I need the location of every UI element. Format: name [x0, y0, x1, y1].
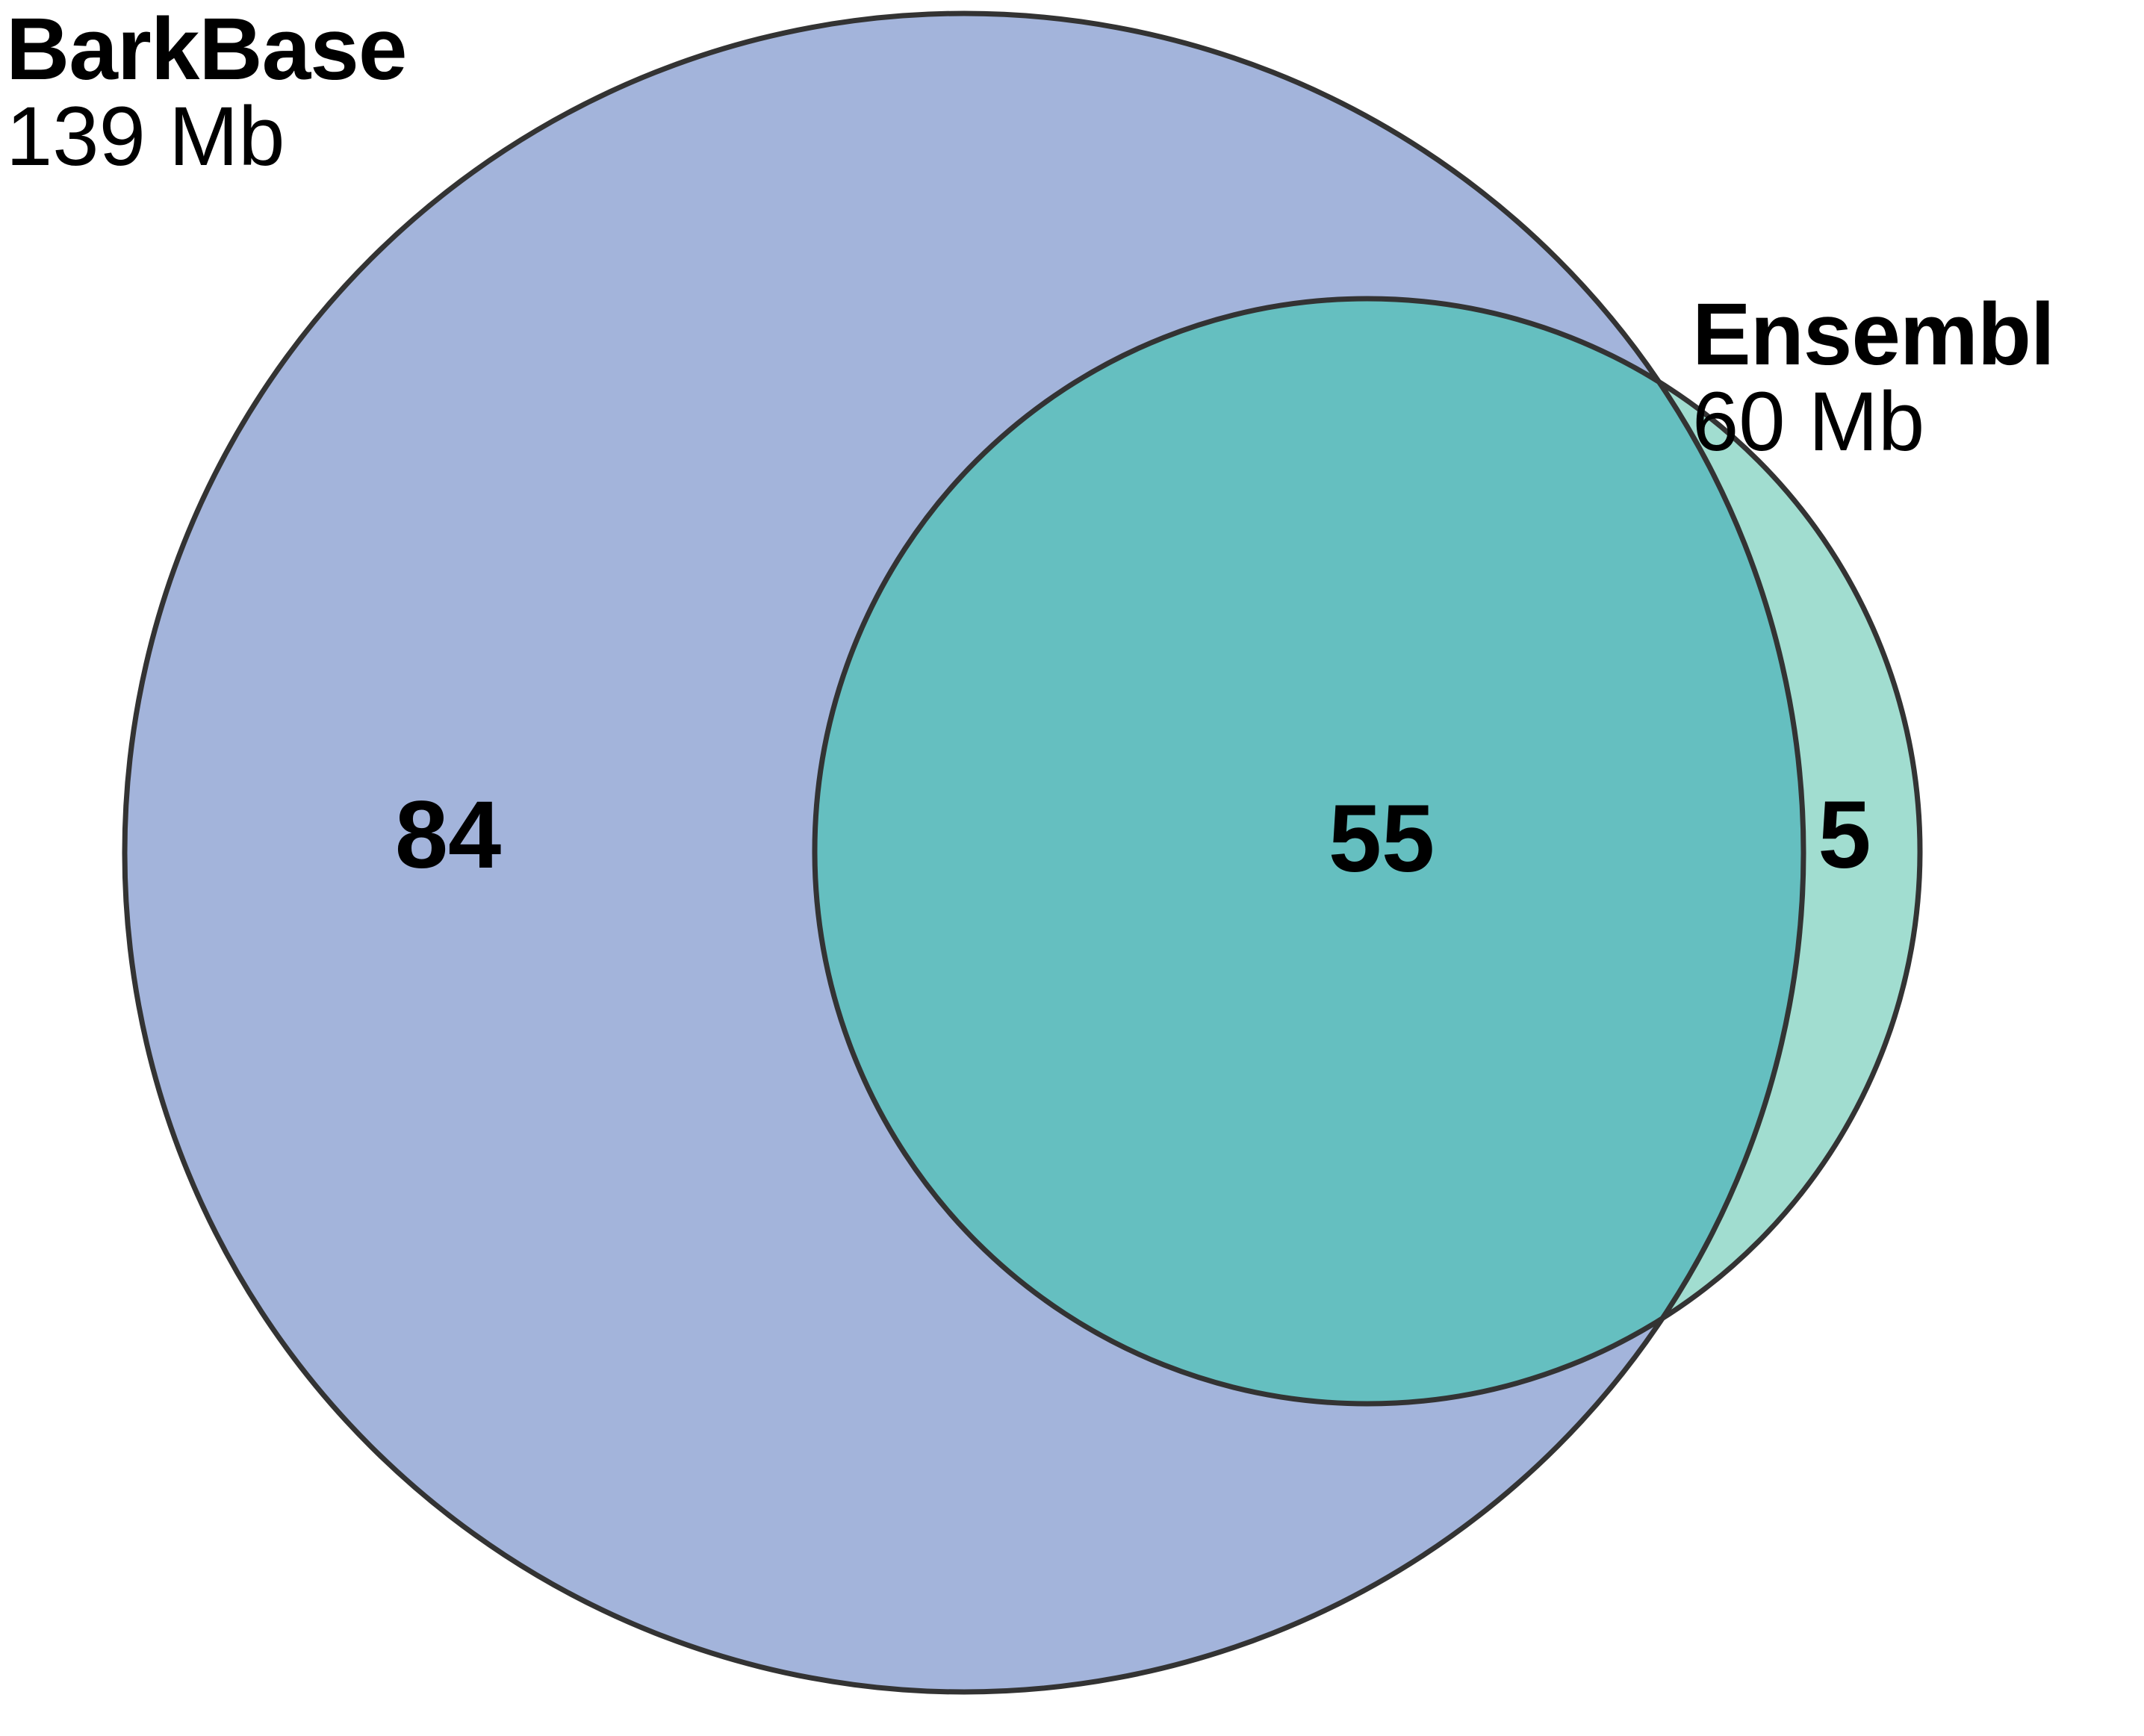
set-label-ensembl-size: 60 Mb: [1692, 375, 1925, 469]
region-count-barkbase-only: 84: [394, 782, 502, 889]
set-outline-barkbase: [122, 10, 1806, 1695]
set-label-barkbase-size: 139 Mb: [6, 90, 285, 184]
set-outline-ensembl: [812, 296, 1923, 1407]
region-count-intersection: 55: [1328, 785, 1435, 892]
set-label-ensembl-name: Ensembl: [1692, 285, 2055, 384]
set-label-barkbase-name: BarkBase: [6, 0, 407, 99]
region-count-ensembl-only: 5: [1818, 782, 1871, 889]
set-label-barkbase: BarkBase 139 Mb: [6, 0, 407, 184]
region-intersection[interactable]: [815, 299, 1920, 1404]
set-label-ensembl: Ensembl 60 Mb: [1692, 285, 2055, 469]
